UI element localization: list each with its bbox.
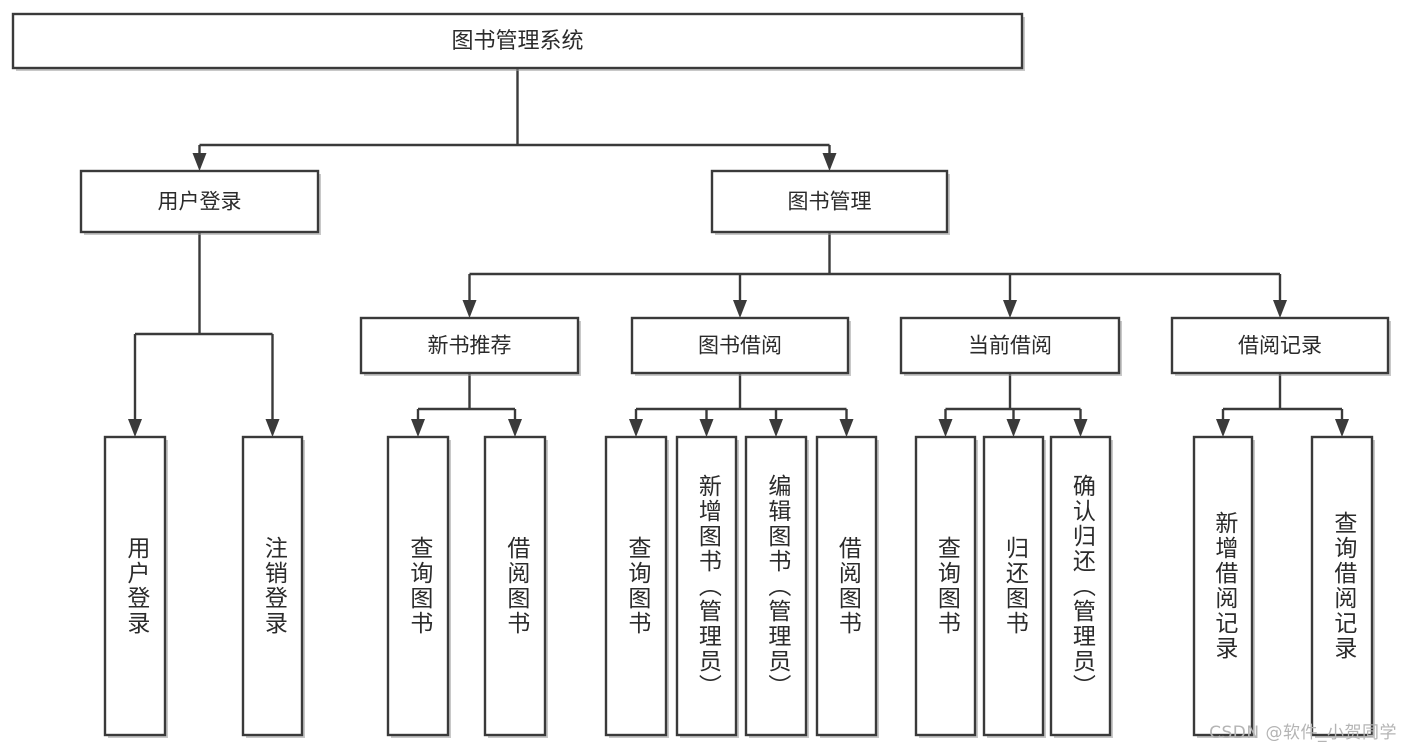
conn-borrow-record-arrow-1 <box>1335 419 1349 437</box>
node-leaf-query-book-current[interactable] <box>914 435 977 737</box>
conn-book-management-arrow-0 <box>462 300 477 318</box>
node-leaf-return-book[interactable] <box>982 435 1045 737</box>
conn-current-borrow-arrow-2 <box>1073 419 1088 437</box>
conn-new-book-recommend-arrow-0 <box>411 419 425 437</box>
node-leaf-query-book-borrow[interactable] <box>604 435 668 737</box>
node-leaf-borrow-book-new[interactable] <box>483 435 547 737</box>
conn-book-borrow-arrow-2 <box>769 419 783 437</box>
node-leaf-add-book[interactable] <box>675 435 738 737</box>
node-leaf-query-book-new[interactable] <box>386 435 450 737</box>
node-borrow-record[interactable] <box>1170 316 1390 375</box>
conn-book-borrow-arrow-3 <box>839 419 854 437</box>
node-root[interactable] <box>11 12 1024 70</box>
conn-book-borrow-arrow-1 <box>699 419 714 437</box>
conn-new-book-recommend-arrow-1 <box>508 419 522 437</box>
node-book-management[interactable] <box>710 169 949 234</box>
conn-book-borrow-arrow-0 <box>629 419 643 437</box>
node-leaf-add-borrow-record[interactable] <box>1192 435 1254 737</box>
node-label-user-login: 用户登录 <box>158 190 242 214</box>
nodes-layer <box>11 12 1391 738</box>
node-label-new-book-recommend: 新书推荐 <box>428 334 512 358</box>
node-label-root: 图书管理系统 <box>451 29 583 54</box>
node-leaf-borrow-book[interactable] <box>815 435 878 737</box>
node-new-book-recommend[interactable] <box>359 316 580 375</box>
conn-book-management-arrow-1 <box>733 300 747 318</box>
node-label-book-management: 图书管理 <box>788 190 872 214</box>
node-label-book-borrow: 图书借阅 <box>698 334 782 358</box>
node-leaf-user-login[interactable] <box>103 435 167 737</box>
conn-current-borrow-arrow-1 <box>1006 419 1021 437</box>
node-leaf-edit-book[interactable] <box>744 435 808 737</box>
node-label-current-borrow: 当前借阅 <box>968 334 1052 358</box>
conn-root-arrow-1 <box>822 153 837 171</box>
watermark-text: CSDN @软件_小贺同学 <box>1209 723 1397 743</box>
node-user-login[interactable] <box>79 169 320 234</box>
connectors-layer <box>128 68 1349 437</box>
node-leaf-query-borrow-record[interactable] <box>1310 435 1374 737</box>
node-current-borrow[interactable] <box>899 316 1121 375</box>
node-leaf-confirm-return[interactable] <box>1049 435 1112 737</box>
conn-root-arrow-0 <box>192 153 207 171</box>
conn-current-borrow-arrow-0 <box>938 419 953 437</box>
conn-borrow-record-arrow-0 <box>1216 419 1230 437</box>
conn-book-management-arrow-2 <box>1003 300 1017 318</box>
conn-book-management-arrow-3 <box>1273 300 1287 318</box>
conn-user-login-arrow-0 <box>128 419 142 437</box>
node-leaf-user-logout[interactable] <box>241 435 304 737</box>
node-label-borrow-record: 借阅记录 <box>1238 334 1322 358</box>
node-book-borrow[interactable] <box>630 316 850 375</box>
conn-user-login-arrow-1 <box>265 419 280 437</box>
